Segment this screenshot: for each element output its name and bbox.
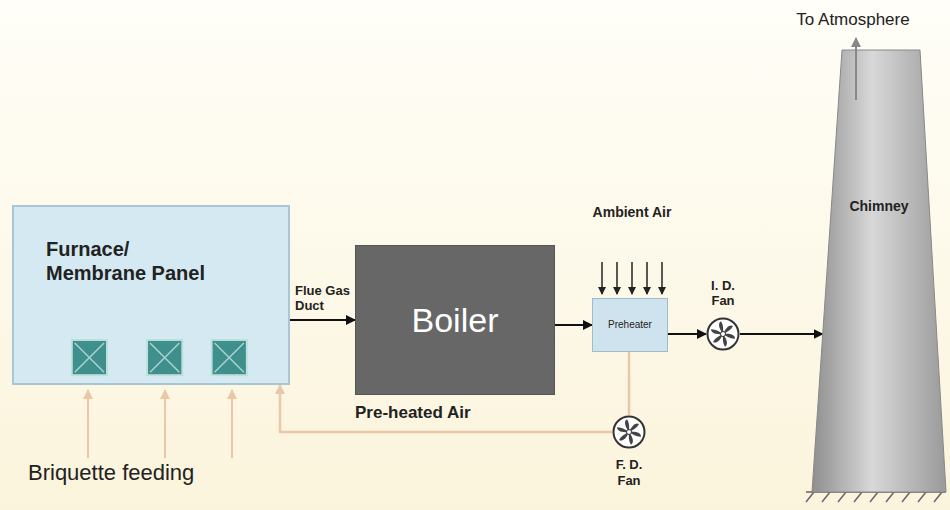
edge-label: Pre-heated Air [355, 403, 471, 423]
boiler-box: Boiler [355, 245, 555, 395]
preheater-box: Preheater [592, 298, 668, 352]
ambient-air-arrows [602, 262, 662, 294]
chimney-shape [812, 50, 946, 492]
node-text: Preheater [608, 319, 652, 331]
fan-icon [612, 415, 646, 449]
id-fan: I. D. Fan [706, 317, 740, 351]
flue-arrow [668, 333, 706, 335]
flue-arrow [740, 333, 823, 335]
furnace-box: Furnace/ Membrane Panel [12, 205, 290, 385]
node-text: Chimney [812, 198, 946, 215]
fan-label: F. D. Fan [607, 457, 651, 488]
fan-icon [706, 317, 740, 351]
fan-label: I. D. Fan [701, 278, 745, 309]
ambient-air-label: Ambient Air [584, 204, 680, 221]
briquette-feeders [14, 207, 288, 383]
flue-arrow [555, 324, 592, 326]
node-text: Boiler [412, 300, 499, 341]
edge-label: Flue Gas Duct [295, 283, 354, 314]
fd-fan: F. D. Fan [612, 415, 646, 449]
chimney: Chimney [812, 50, 946, 492]
atmosphere-label: To Atmosphere [760, 10, 946, 30]
flue-arrow [290, 319, 355, 321]
air-line [628, 352, 631, 415]
briquette-label: Briquette feeding [28, 460, 288, 486]
briquette-arrows [88, 390, 232, 458]
chimney-base-hatch [806, 492, 946, 502]
node-text: Furnace/ Membrane Panel [46, 237, 211, 285]
